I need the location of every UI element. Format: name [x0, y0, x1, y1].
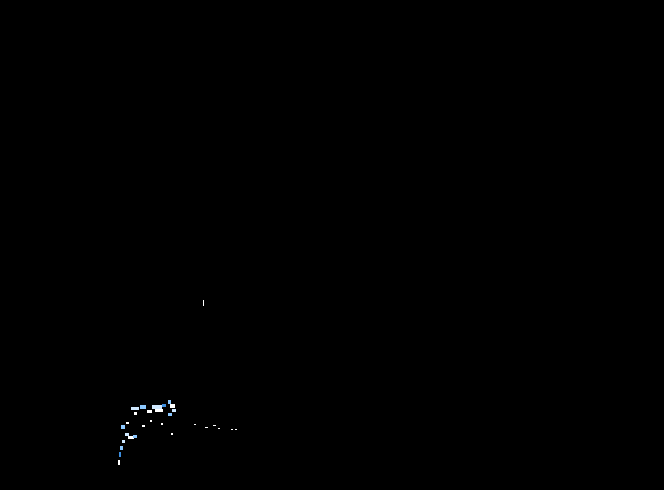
light-highlight [168, 400, 171, 404]
light-highlight [122, 440, 125, 443]
light-highlight [128, 436, 134, 439]
light-highlight [140, 405, 146, 409]
light-highlight [172, 409, 176, 412]
light-highlight [125, 433, 129, 436]
light-highlight [194, 424, 196, 425]
light-highlight [119, 452, 121, 457]
light-highlight [131, 407, 139, 410]
light-highlight [133, 435, 137, 438]
light-highlight [170, 404, 175, 408]
light-highlight [155, 409, 163, 412]
light-highlight [150, 420, 152, 422]
light-highlight [235, 429, 237, 430]
light-highlight [171, 433, 173, 435]
light-highlight [205, 427, 208, 428]
light-highlight [142, 425, 145, 427]
light-highlight [231, 429, 233, 430]
light-highlight [126, 422, 129, 424]
light-highlight [120, 446, 123, 450]
light-highlight [118, 460, 120, 465]
light-highlight [218, 428, 220, 429]
light-highlight [152, 405, 162, 409]
light-highlight [161, 423, 163, 425]
light-highlight [121, 425, 125, 429]
light-highlight [168, 413, 172, 416]
light-highlight [147, 410, 152, 413]
light-highlight [203, 300, 204, 306]
light-highlight [134, 412, 137, 415]
light-highlight [162, 404, 166, 407]
light-highlight [213, 425, 216, 426]
